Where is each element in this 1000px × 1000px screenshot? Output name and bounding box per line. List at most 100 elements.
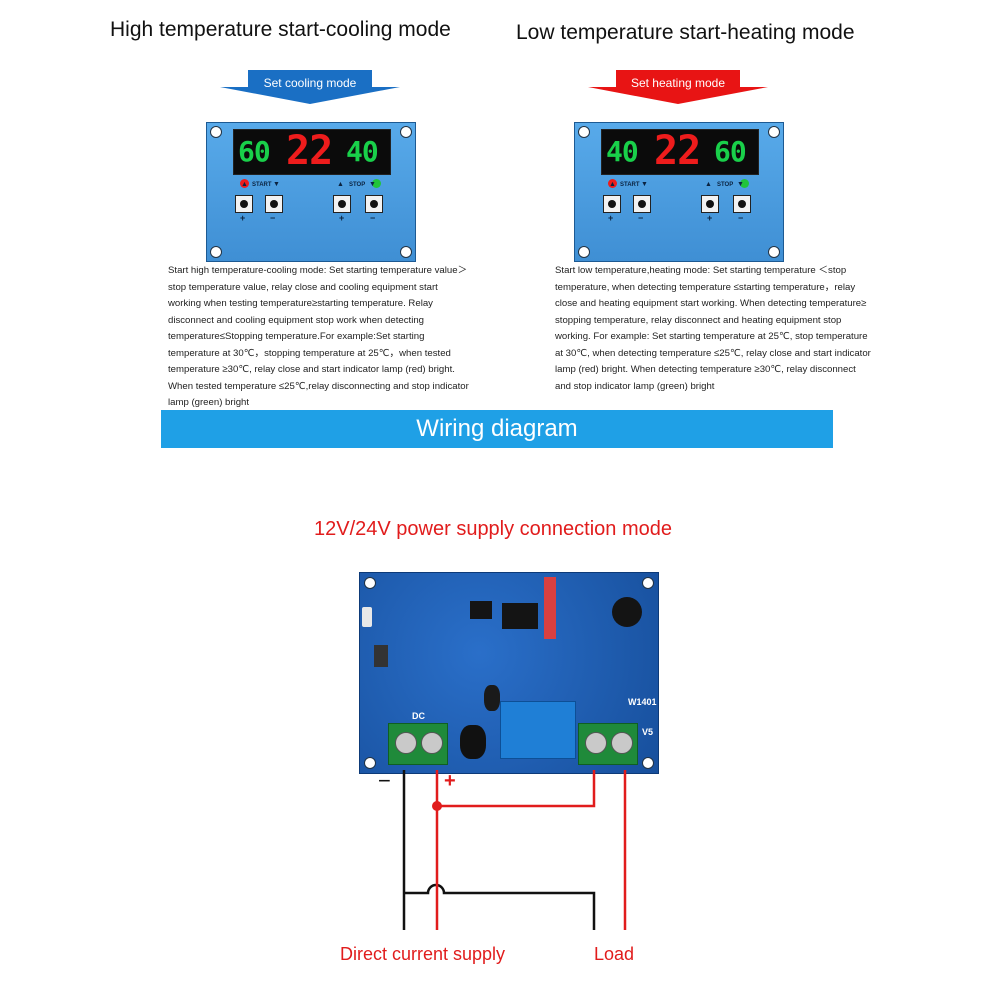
mount-hole — [642, 757, 654, 769]
direct-current-supply-label: Direct current supply — [340, 944, 506, 964]
stop-plus-button[interactable] — [701, 195, 719, 213]
description-line: Start high temperature-cooling mode: Set… — [168, 265, 468, 276]
dc-silkscreen-label: DC — [412, 711, 425, 721]
red-wire-to-relay — [437, 770, 596, 808]
description-line: temperature ≥30℃, relay close and start … — [168, 364, 455, 375]
start-plus-button[interactable] — [603, 195, 621, 213]
description-line: at 30℃, when detecting temperature ≤25℃,… — [555, 347, 871, 359]
description-line: stop temperature value, relay close and … — [168, 281, 438, 293]
junction-dot — [432, 801, 442, 811]
stop-minus-button[interactable] — [365, 195, 383, 213]
minus-sign: − — [378, 768, 391, 793]
wiring-diagram-banner: Wiring diagram — [161, 410, 833, 448]
board-v5-label: V5 — [642, 727, 654, 737]
mount-hole — [364, 577, 376, 589]
connector — [362, 607, 372, 627]
mount-hole — [768, 246, 780, 258]
plus-label: + — [339, 213, 345, 223]
start-minus-button[interactable] — [633, 195, 651, 213]
heating-mode-title: Low temperature start-heating mode — [516, 21, 855, 44]
display-stop-value: 60 — [714, 135, 747, 168]
minus-label: − — [738, 213, 744, 223]
display-stop-value: 40 — [346, 135, 379, 168]
minus-label: − — [270, 213, 276, 223]
minus-label: − — [638, 213, 644, 223]
description-line: stopping temperature, relay disconnect a… — [555, 314, 842, 326]
mount-hole — [210, 246, 222, 258]
up-triangle-icon: ▲ — [705, 181, 712, 188]
cooling-led-display: 60 22 40 — [233, 128, 391, 175]
cooling-mode-arrow: Set cooling mode — [220, 70, 400, 104]
load-label: Load — [594, 944, 635, 964]
transistor — [374, 645, 388, 667]
screw-icon — [611, 732, 633, 754]
cooling-description: Start high temperature-cooling mode: Set… — [168, 263, 538, 412]
thermostat-pcb-board: DC W1401 V5 — [359, 572, 659, 774]
stop-minus-button[interactable] — [733, 195, 751, 213]
dc-terminal-block — [388, 723, 448, 765]
black-wire-bridge — [404, 883, 596, 930]
mount-hole — [642, 577, 654, 589]
description-line: Start low temperature,heating mode: Set … — [555, 265, 847, 276]
down-triangle-icon: ▼ — [273, 181, 280, 188]
mount-hole — [578, 126, 590, 138]
screw-icon — [395, 732, 417, 754]
stop-label: STOP — [349, 182, 366, 188]
ic-chip — [502, 603, 538, 629]
down-triangle-icon: ▼ — [369, 181, 376, 188]
capacitor — [484, 685, 500, 711]
heating-description: Start low temperature,heating mode: Set … — [555, 263, 935, 395]
description-line: working. For example: Set starting tempe… — [555, 331, 868, 342]
mount-hole — [578, 246, 590, 258]
arrow-down-icon — [588, 70, 768, 104]
load-terminal-block — [578, 723, 638, 765]
plus-label: + — [707, 213, 713, 223]
screw-icon — [421, 732, 443, 754]
start-plus-button[interactable] — [235, 195, 253, 213]
mount-hole — [768, 126, 780, 138]
description-line: disconnect and cooling equipment stop wo… — [168, 314, 424, 326]
stop-label: STOP — [717, 182, 734, 188]
stop-indicator-led — [740, 179, 749, 188]
description-line: temperature at 30℃，stopping temperature … — [168, 347, 451, 359]
up-triangle-icon: ▲ — [241, 181, 248, 188]
description-line: close and heating equipment start workin… — [555, 298, 867, 309]
plus-sign: + — [444, 770, 456, 792]
mount-hole — [210, 126, 222, 138]
capacitor — [460, 725, 486, 759]
display-current-temp: 22 — [286, 128, 333, 174]
display-start-value: 60 — [238, 135, 271, 168]
ic-chip — [470, 601, 492, 619]
cooling-controller-panel: 60 22 40 ▲ START ▼ ▲ STOP ▼ + − + − — [206, 122, 416, 262]
minus-label: − — [370, 213, 376, 223]
up-triangle-icon: ▲ — [337, 181, 344, 188]
stop-plus-button[interactable] — [333, 195, 351, 213]
arrow-down-icon — [220, 70, 400, 104]
cooling-arrow-label: Set cooling mode — [263, 76, 357, 90]
start-minus-button[interactable] — [265, 195, 283, 213]
screw-icon — [585, 732, 607, 754]
buzzer — [612, 597, 642, 627]
down-triangle-icon: ▼ — [737, 181, 744, 188]
start-indicator-led — [608, 179, 617, 188]
start-label: START — [620, 182, 640, 188]
heating-controller-panel: 40 22 60 ▲ START ▼ ▲ STOP ▼ + − + − — [574, 122, 784, 262]
mount-hole — [400, 246, 412, 258]
description-line: temperature≤Stopping temperature.For exa… — [168, 331, 425, 342]
description-line: temperature, when detecting temperature … — [555, 281, 856, 293]
supply-mode-title: 12V/24V power supply connection mode — [314, 518, 673, 540]
start-label: START — [252, 182, 272, 188]
description-line: lamp (red) bright. When detecting temper… — [555, 364, 856, 375]
down-triangle-icon: ▼ — [641, 181, 648, 188]
display-start-value: 40 — [606, 135, 639, 168]
description-line: working when testing temperature≥startin… — [168, 298, 433, 309]
start-indicator-led — [240, 179, 249, 188]
stop-indicator-led — [372, 179, 381, 188]
mount-hole — [364, 757, 376, 769]
cooling-mode-title: High temperature start-cooling mode — [110, 18, 451, 41]
description-line: and stop indicator lamp (green) bright — [555, 380, 715, 392]
up-triangle-icon: ▲ — [609, 181, 616, 188]
display-current-temp: 22 — [654, 128, 701, 174]
description-line: lamp (green) bright — [168, 397, 250, 408]
